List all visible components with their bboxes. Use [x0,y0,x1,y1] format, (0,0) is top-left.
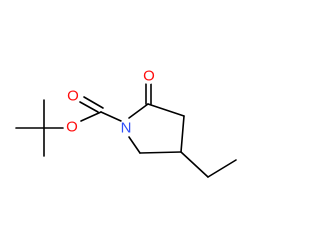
ring-nitrogen-atom: N [118,120,134,137]
bonds [15,83,237,178]
bond-c4-c5 [139,151,182,154]
atom-label-carbonyl-oxygen: O [67,88,79,105]
ester-oxygen-atom: O [64,119,80,136]
bond-nitrogen-c2 [128,103,149,119]
atom-label-ester-oxygen: O [66,119,78,136]
bond-ethyl-ch2 [180,151,209,178]
atom-label-ring-nitrogen: N [121,120,132,137]
molecule-structure-diagram: O O O N [15,68,237,178]
bond-carbonyl-nitrogen [100,111,122,122]
bond-ethyl-ch3 [207,159,237,178]
bond-c3-c4 [180,115,185,153]
bond-carbonyl-double-1 [79,101,99,113]
bond-c5-nitrogen [128,136,141,154]
lactam-oxygen-atom: O [141,68,157,85]
atom-labels: O O O N [64,68,157,137]
bond-c2-c3 [147,103,185,117]
bond-ester-oxygen-carbonyl [80,111,102,122]
carbonyl-oxygen-atom: O [65,88,81,105]
bond-carbonyl-double-2 [83,96,104,109]
atom-label-lactam-oxygen: O [143,68,155,85]
